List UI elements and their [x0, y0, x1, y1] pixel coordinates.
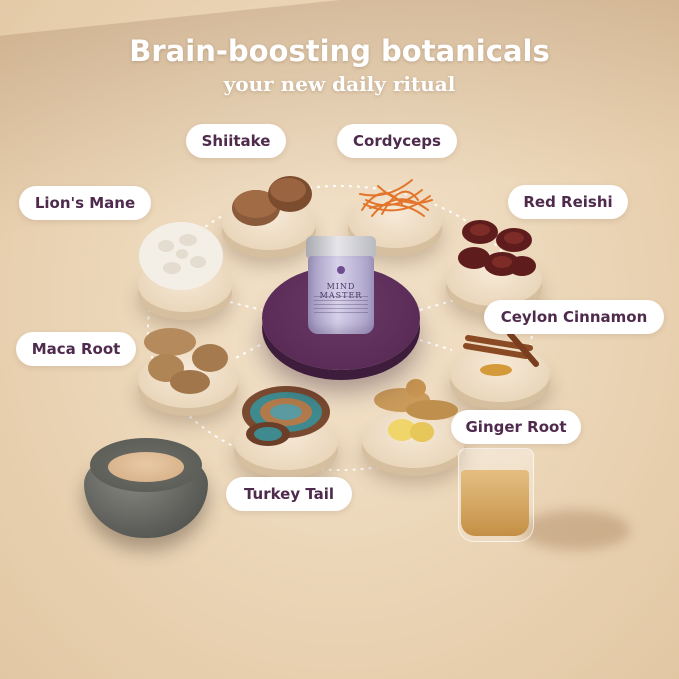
tea-glass: [458, 448, 534, 542]
ceylon-cinnamon-image: [463, 331, 539, 376]
subheadline: your new daily ritual: [223, 72, 456, 96]
label-cordyceps: Cordyceps: [337, 124, 457, 158]
shiitake-image: [232, 176, 312, 226]
brand-logo: [337, 266, 345, 274]
jar-lid: [306, 236, 376, 258]
glass-body: [458, 448, 534, 542]
label-red-reishi: Red Reishi: [508, 185, 628, 219]
jar-ingredient-text: [314, 296, 368, 316]
label-turkey-tail: Turkey Tail: [226, 477, 352, 511]
tea-liquid: [461, 470, 529, 536]
label-ceylon-cinnamon: Ceylon Cinnamon: [484, 300, 664, 334]
ginger-root-image: [374, 379, 458, 442]
label-ginger-root: Ginger Root: [451, 410, 581, 444]
product-name: MIND MASTER: [320, 282, 362, 300]
turkey-tail-image: [242, 386, 330, 446]
mortar-powder: [108, 452, 184, 482]
headline: Brain-boosting botanicals: [129, 34, 550, 68]
label-maca-root: Maca Root: [16, 332, 136, 366]
label-shiitake: Shiitake: [186, 124, 286, 158]
cordyceps-image: [359, 179, 433, 217]
glass-shadow: [520, 510, 630, 550]
mortar-and-powder: [84, 430, 208, 540]
product-jar: MIND MASTER: [306, 236, 376, 334]
lions-mane-image: [139, 222, 223, 290]
label-lions-mane: Lion's Mane: [19, 186, 151, 220]
maca-root-image: [144, 328, 228, 394]
pedestal-ginger-root: [362, 412, 466, 468]
red-reishi-image: [458, 220, 536, 276]
